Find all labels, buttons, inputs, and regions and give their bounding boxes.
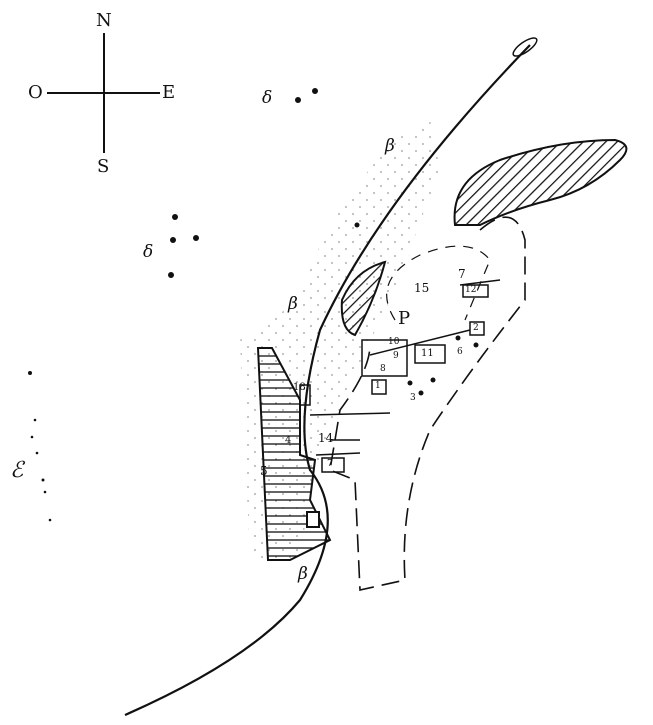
label-5: 5 (260, 464, 268, 478)
compass-west: O (28, 82, 43, 103)
label-7-north: 7 (458, 267, 466, 281)
label-14: 14 (318, 431, 334, 445)
compass-east: E (162, 82, 176, 103)
peninsula-outline (329, 216, 526, 591)
delta-label-west: δ (143, 242, 154, 262)
label-6: 6 (457, 347, 463, 357)
small-hatched-pond (340, 260, 387, 337)
beta-label-north: β (385, 136, 395, 156)
label-4: 4 (285, 435, 292, 446)
label-8: 8 (380, 364, 386, 374)
epsilon-label: ℰ (10, 458, 24, 483)
label-7-south: 7 (327, 459, 333, 469)
scattered-markers (28, 88, 479, 522)
label-3: 3 (410, 393, 416, 403)
label-9: 9 (393, 351, 399, 361)
beta-label-south: β (298, 564, 308, 584)
label-12: 12 (465, 285, 477, 295)
label-1: 1 (375, 381, 381, 391)
hatched-lagoon (453, 138, 628, 226)
label-18: 18 (293, 382, 306, 393)
compass-north: N (96, 10, 112, 31)
beta-label-mid: β (288, 294, 298, 314)
delta-label-north: δ (262, 88, 273, 108)
label-2: 2 (473, 323, 479, 333)
label-11: 11 (421, 348, 434, 359)
compass-south: S (97, 156, 110, 177)
label-15: 15 (414, 281, 430, 295)
road-marker-p: P (398, 308, 411, 329)
compass-rose (47, 33, 160, 153)
label-10: 10 (388, 337, 400, 347)
village-block (256, 347, 332, 561)
